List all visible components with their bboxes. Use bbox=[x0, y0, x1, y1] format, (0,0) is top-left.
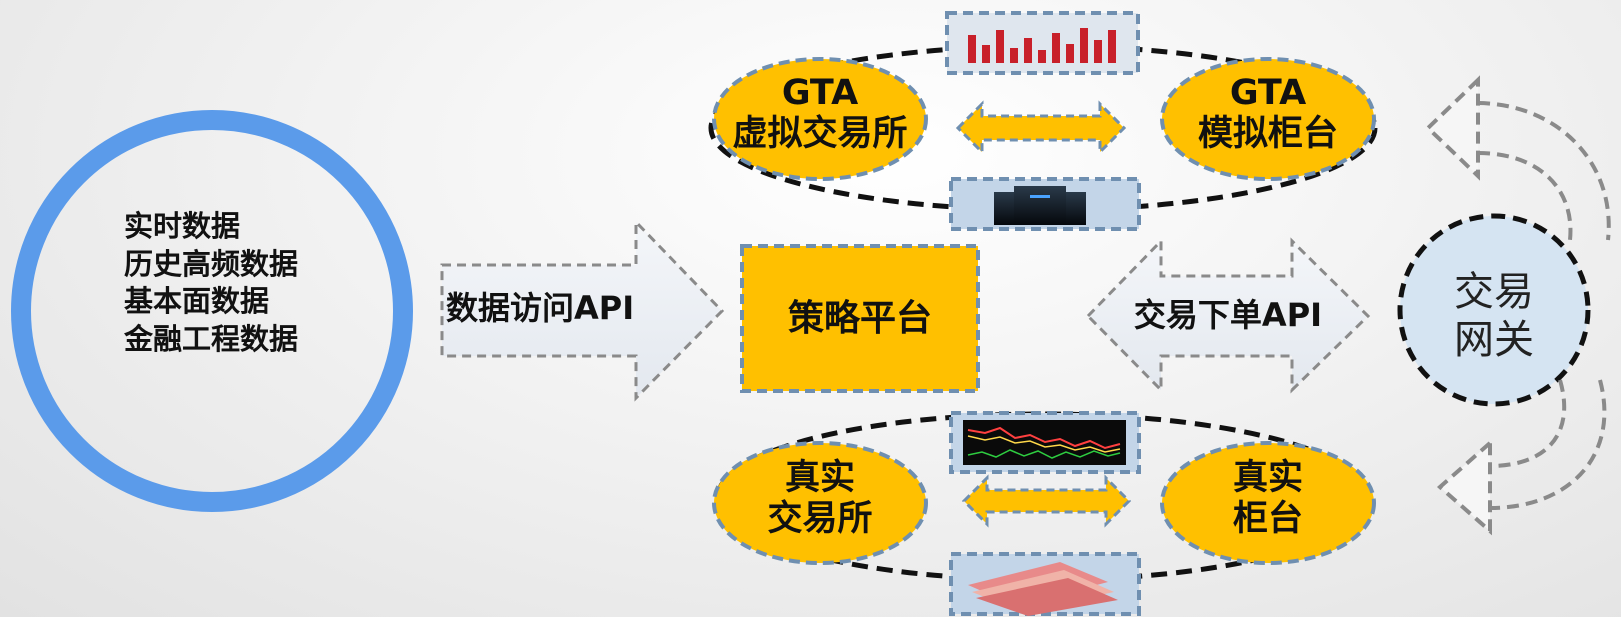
data-api-arrow bbox=[440, 218, 725, 402]
data-source-item: 历史高频数据 bbox=[124, 246, 299, 281]
gta-exchange-label: GTA 虚拟交易所 bbox=[732, 73, 908, 154]
trade-api-arrow bbox=[1085, 237, 1371, 394]
real-counter-oval[interactable] bbox=[1160, 441, 1376, 565]
server-icon bbox=[994, 186, 1086, 225]
gta-counter-label: GTA 模拟柜台 bbox=[1197, 73, 1338, 154]
gateway-circle[interactable] bbox=[1397, 213, 1591, 407]
data-sources-list: 实时数据 历史高频数据 基本面数据 金融工程数据 bbox=[124, 208, 298, 359]
real-exchange-counter-arrow bbox=[961, 474, 1132, 528]
real-counter-label: 真实 柜台 bbox=[1232, 458, 1303, 539]
banknotes-icon bbox=[968, 562, 1118, 616]
data-api-label: 数据访问API bbox=[446, 289, 635, 327]
strategy-platform-label: 策略平台 bbox=[787, 298, 932, 339]
real-top-image bbox=[949, 411, 1141, 474]
data-source-item: 实时数据 bbox=[124, 209, 241, 243]
gateway-label: 交易 网关 bbox=[1454, 269, 1534, 363]
data-source-item: 基本面数据 bbox=[124, 284, 270, 319]
stock-chart-icon bbox=[967, 426, 1121, 459]
bar-chart-icon bbox=[968, 28, 1116, 63]
data-source-item: 金融工程数据 bbox=[124, 322, 299, 357]
real-exchange-oval[interactable] bbox=[712, 441, 928, 565]
simulated-exchange-counter-arrow bbox=[955, 100, 1127, 156]
trade-api-label: 交易下单API bbox=[1133, 296, 1323, 334]
gta-counter-oval[interactable] bbox=[1160, 57, 1376, 181]
real-exchange-label: 真实 交易所 bbox=[767, 458, 873, 539]
loop-arrow-top-icon bbox=[1425, 75, 1611, 241]
simulated-bottom-image bbox=[949, 177, 1141, 231]
gta-exchange-oval[interactable] bbox=[712, 57, 928, 181]
strategy-platform-box[interactable] bbox=[740, 244, 980, 393]
real-bottom-image bbox=[949, 552, 1141, 616]
simulated-top-image bbox=[945, 11, 1140, 75]
loop-arrow-bottom-icon bbox=[1436, 379, 1607, 536]
data-sources-ring bbox=[11, 110, 413, 512]
